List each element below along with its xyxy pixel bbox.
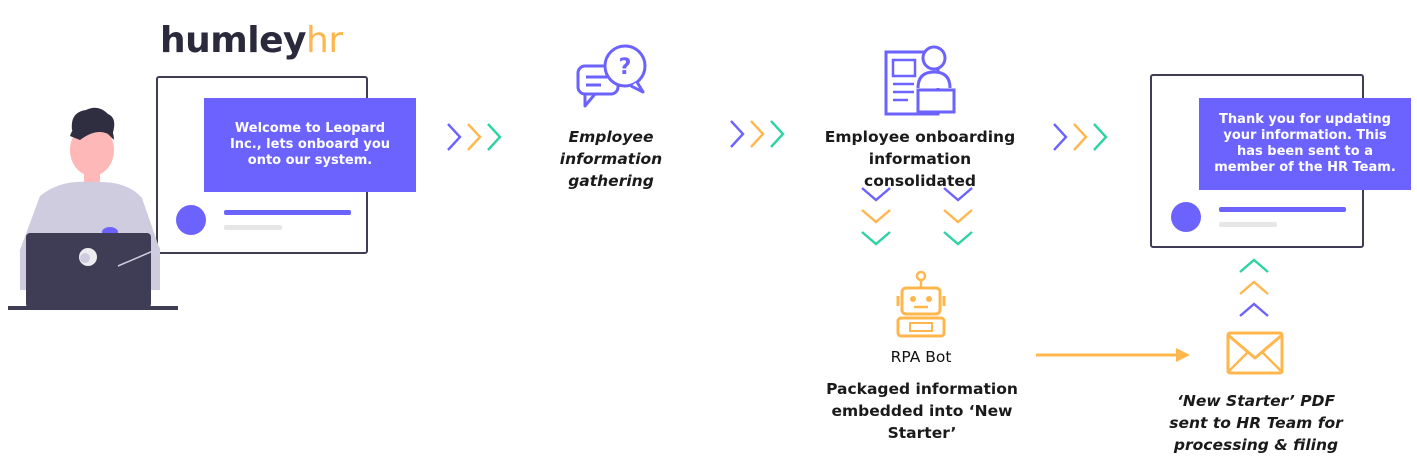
- up-chevrons: [1239, 258, 1269, 317]
- sent-label: ‘New Starter’ PDF sent to HR Team for pr…: [1169, 392, 1343, 454]
- bot-description: Packaged information embedded into ‘New …: [826, 380, 1018, 442]
- gathering-label: Employee information gathering: [559, 128, 663, 190]
- confirmation-message-bubble: Thank you for updating your information.…: [1199, 98, 1411, 190]
- humleyhr-logo: humleyhr: [160, 20, 343, 61]
- logo-name: humley: [160, 20, 307, 61]
- confirmation-message-text: Thank you for updating your information.…: [1214, 112, 1396, 175]
- consolidated-label: Employee onboarding information consolid…: [824, 128, 1016, 190]
- logo-suffix: hr: [306, 20, 343, 61]
- profile-document-icon: [884, 45, 956, 116]
- welcome-message-text: Welcome to Leopard Inc., lets onboard yo…: [229, 121, 391, 168]
- chevrons-to-consolidated: [730, 120, 785, 148]
- welcome-message-bubble: Welcome to Leopard Inc., lets onboard yo…: [204, 98, 416, 192]
- question-chat-icon: ?: [576, 44, 647, 108]
- robot-icon: [896, 270, 946, 338]
- bot-title: RPA Bot: [890, 348, 952, 366]
- envelope-icon: [1226, 331, 1284, 375]
- down-chevrons-left: [861, 187, 891, 246]
- bot-to-email-arrow: [1036, 348, 1190, 362]
- svg-text:?: ?: [619, 55, 632, 80]
- chevrons-to-gathering: [447, 123, 502, 151]
- chevrons-to-confirmation: [1053, 123, 1108, 151]
- down-chevrons-right: [943, 187, 973, 246]
